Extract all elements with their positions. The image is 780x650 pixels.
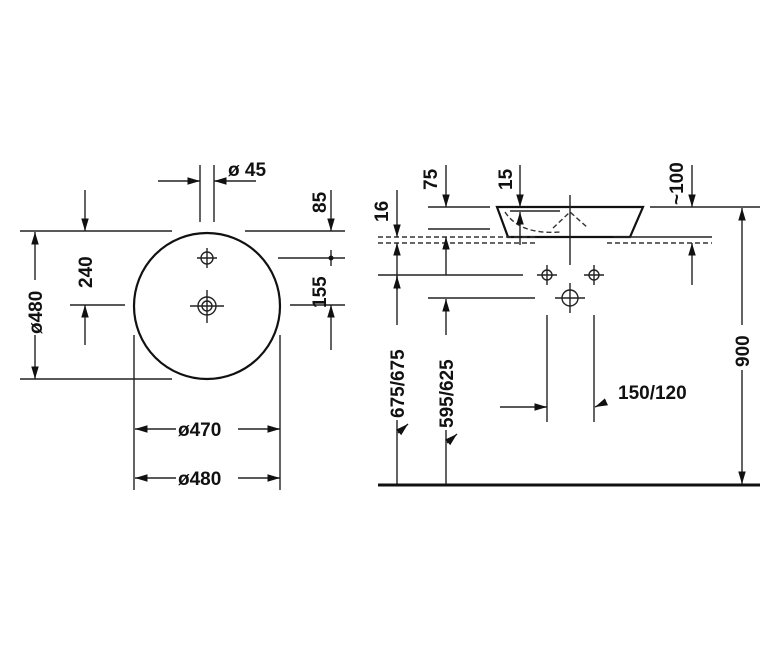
label-basin-height: 75 — [421, 168, 442, 190]
label-supply-spacing: 150/120 — [618, 383, 687, 404]
side-view: 16 75 15 ~100 900 675/675 595/625 150/12… — [372, 162, 760, 487]
dim-tap-diameter: ø 45 — [158, 160, 266, 222]
dim-bottom: ø470 ø480 — [133, 335, 281, 490]
label-total-height: 900 — [733, 335, 754, 367]
label-tap-diameter: ø 45 — [228, 160, 266, 181]
label-supply-height: 595/625 — [437, 359, 458, 428]
label-top-height: 675/675 — [388, 349, 409, 418]
bowl-hidden-line — [504, 211, 589, 234]
top-view: ø 45 85 155 240 ø480 ø470 ø480 — [20, 160, 345, 490]
drain-hole — [190, 290, 224, 323]
tap-hole — [197, 248, 217, 268]
label-inner-diameter: ø470 — [178, 420, 221, 441]
label-countertop-thickness: 16 — [372, 201, 393, 222]
label-drain-from-edge: 240 — [76, 256, 97, 288]
label-outer-diameter: ø480 — [178, 469, 221, 490]
dim-tap-offset: 85 155 — [245, 190, 345, 350]
supply-holes — [537, 265, 604, 313]
label-bowl-depth: 15 — [496, 168, 517, 190]
label-tap-to-drain: 155 — [310, 276, 331, 308]
label-outer-diameter-vertical: ø480 — [26, 291, 47, 334]
countertop-dashed — [378, 236, 712, 244]
basin-outline — [132, 231, 282, 381]
dim-left: 240 ø480 — [20, 190, 172, 380]
label-overhang: ~100 — [667, 162, 688, 205]
label-tap-offset: 85 — [310, 191, 331, 213]
